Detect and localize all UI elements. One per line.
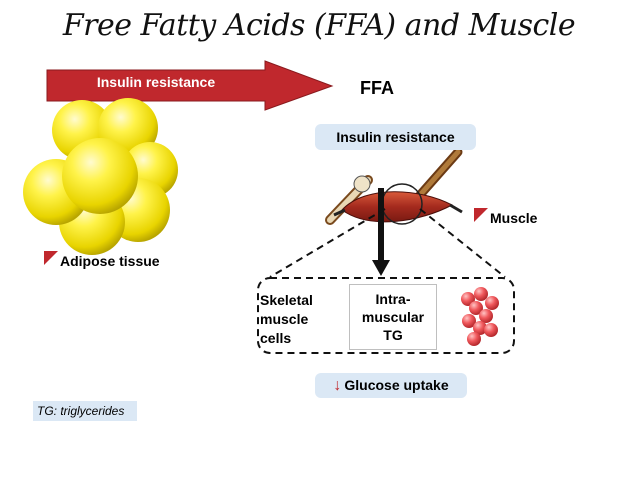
lipid-droplets-image [461,287,499,346]
arrow-label-insulin-resistance: Insulin resistance [96,74,216,90]
zoom-line-right [419,208,506,278]
adipose-tissue-image [23,98,178,255]
down-arrow-icon: ↓ [333,377,342,394]
muscle-insulin-resistance-label: Insulin resistance [315,124,476,150]
glucose-uptake-label: ↓Glucose uptake [315,373,467,398]
muscle-marker-icon [474,208,488,222]
ffa-label: FFA [360,78,394,98]
slide-title: Free Fatty Acids (FFA) and Muscle [62,8,576,43]
footnote-tg: TG: triglycerides [33,401,137,421]
adipose-marker-icon [44,251,58,265]
cell-zoom-box [257,277,515,354]
skeletal-muscle-cells-label: Skeletal muscle cells [260,292,313,346]
adipose-tissue-label: Adipose tissue [60,253,160,269]
intramuscular-tg-box: Intra- muscular TG [349,284,437,350]
zoom-line-left [269,208,386,278]
muscle-label: Muscle [490,210,538,226]
muscle-image [325,147,463,225]
